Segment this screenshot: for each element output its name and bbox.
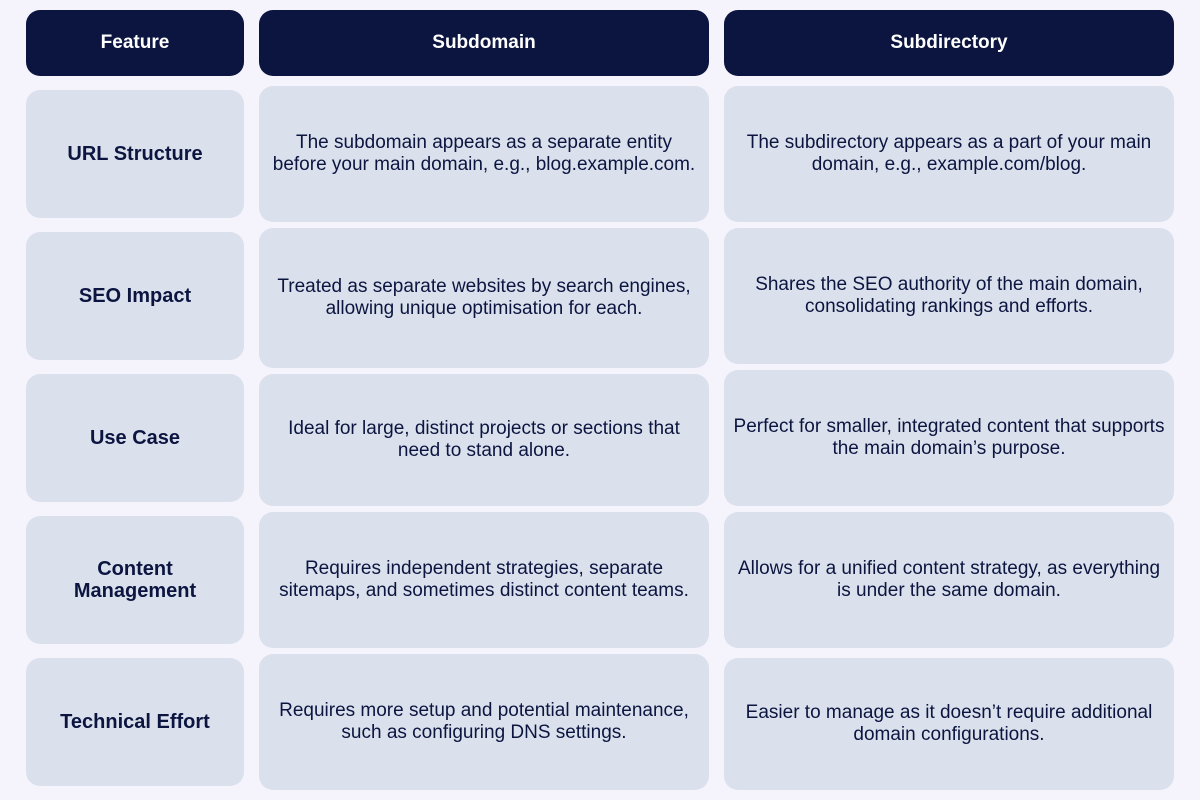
feature-label: Use Case [89, 427, 181, 449]
subdomain-description: Treated as separate websites by search e… [277, 276, 691, 319]
subdomain-seo-impact: Treated as separate websites by search e… [259, 228, 709, 368]
subdirectory-seo-impact: Shares the SEO authority of the main dom… [724, 228, 1174, 364]
feature-content-management: Content Management [26, 516, 244, 644]
header-subdirectory: Subdirectory [724, 10, 1174, 76]
header-feature-label: Feature [100, 32, 170, 53]
feature-label: Technical Effort [60, 711, 210, 733]
subdomain-content-management: Requires independent strategies, separat… [259, 512, 709, 648]
feature-seo-impact: SEO Impact [26, 232, 244, 360]
subdomain-url-structure: The subdomain appears as a separate enti… [259, 86, 709, 222]
subdomain-description: The subdomain appears as a separate enti… [272, 132, 696, 175]
feature-technical-effort: Technical Effort [26, 658, 244, 786]
feature-label: Content Management [73, 558, 197, 602]
subdomain-description: Requires independent strategies, separat… [279, 558, 689, 601]
subdomain-technical-effort: Requires more setup and potential mainte… [259, 654, 709, 790]
header-subdomain: Subdomain [259, 10, 709, 76]
subdirectory-technical-effort: Easier to manage as it doesn’t require a… [724, 658, 1174, 790]
subdomain-use-case: Ideal for large, distinct projects or se… [259, 374, 709, 506]
feature-use-case: Use Case [26, 374, 244, 502]
subdirectory-description: Easier to manage as it doesn’t require a… [745, 702, 1153, 745]
header-subdomain-label: Subdomain [432, 32, 536, 53]
subdirectory-description: The subdirectory appears as a part of yo… [746, 132, 1152, 175]
feature-label: URL Structure [67, 143, 203, 165]
feature-label: SEO Impact [78, 285, 192, 307]
subdomain-description: Ideal for large, distinct projects or se… [288, 418, 680, 461]
subdirectory-url-structure: The subdirectory appears as a part of yo… [724, 86, 1174, 222]
header-subdirectory-label: Subdirectory [890, 32, 1008, 53]
subdirectory-content-management: Allows for a unified content strategy, a… [724, 512, 1174, 648]
subdirectory-description: Allows for a unified content strategy, a… [737, 558, 1161, 601]
subdirectory-description: Shares the SEO authority of the main dom… [755, 274, 1143, 317]
subdirectory-use-case: Perfect for smaller, integrated content … [724, 370, 1174, 506]
feature-url-structure: URL Structure [26, 90, 244, 218]
header-feature: Feature [26, 10, 244, 76]
subdomain-description: Requires more setup and potential mainte… [279, 700, 689, 743]
subdirectory-description: Perfect for smaller, integrated content … [733, 416, 1165, 459]
